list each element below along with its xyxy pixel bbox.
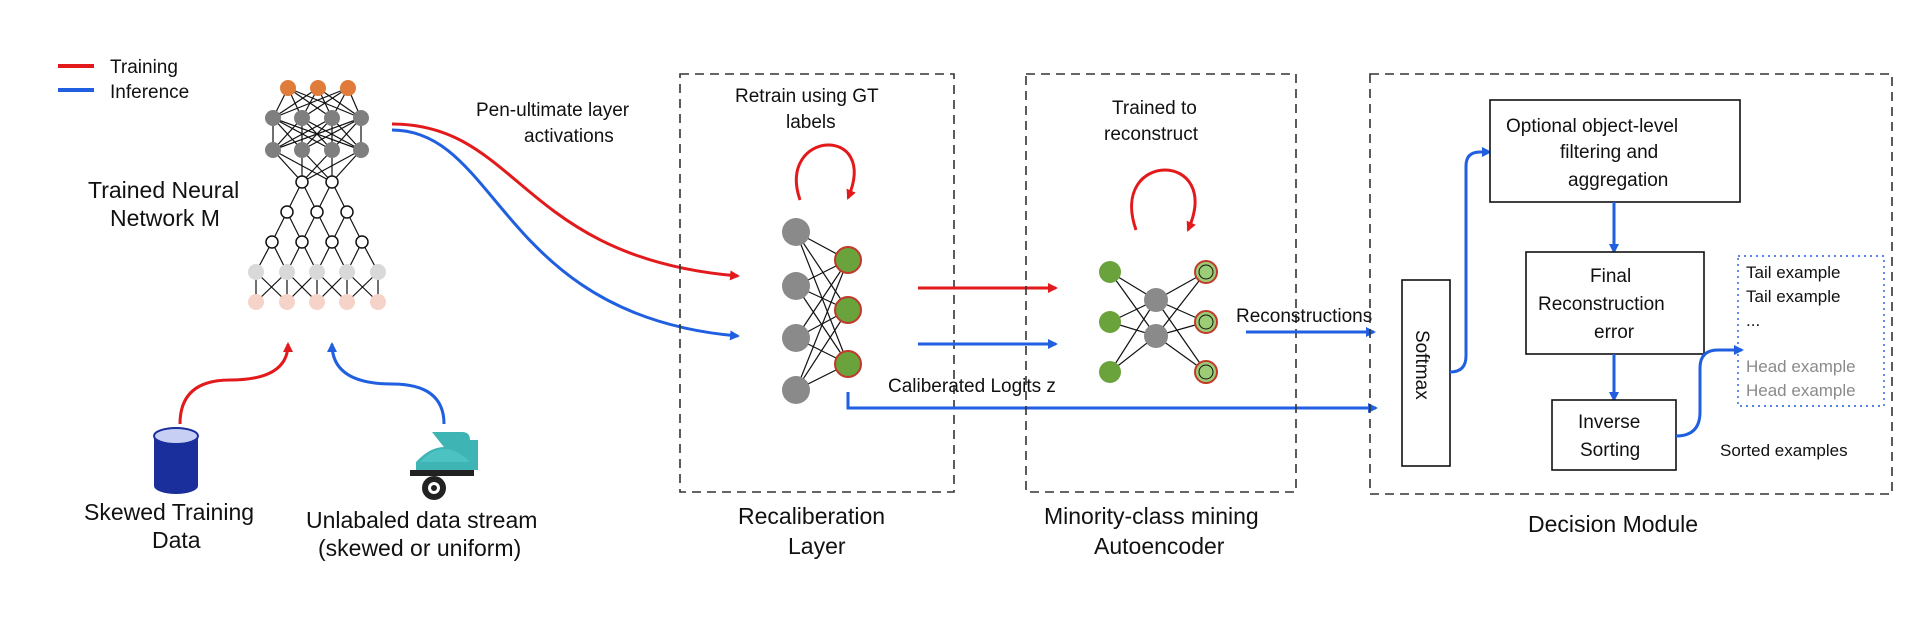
final-error-label-line1: Final	[1590, 266, 1631, 287]
calibrated-logits-arrow	[846, 392, 1378, 413]
sorting-to-examples-arrow	[1675, 345, 1744, 438]
autoencoder-loop-arrow	[1130, 168, 1197, 232]
training-data-label-line1: Skewed Training	[84, 499, 254, 525]
recalibration-title-line2: Layer	[788, 533, 846, 559]
autoencoder-title-line1: Minority-class mining	[1044, 503, 1259, 529]
final-error-label-line3: error	[1594, 322, 1635, 343]
database-icon	[153, 427, 199, 494]
network-nodes	[265, 80, 369, 158]
example-tail-1: Tail example	[1746, 263, 1841, 282]
filter-label-line1: Optional object-level	[1506, 116, 1678, 137]
reconstructions-label: Reconstructions	[1236, 306, 1372, 327]
legend: Training Inference	[58, 57, 189, 103]
training-data-label-line2: Data	[152, 527, 201, 553]
stream-label-line2: (skewed or uniform)	[318, 535, 521, 561]
training-activation-arrow	[391, 122, 740, 281]
legend-training-label: Training	[110, 57, 178, 78]
recalibration-note-line2: labels	[786, 112, 836, 133]
network-label-line2: Network M	[110, 205, 220, 231]
filter-box	[1489, 99, 1741, 203]
example-tail-2: Tail example	[1746, 287, 1841, 306]
decision-module-title: Decision Module	[1528, 511, 1698, 537]
inverse-sorting-box	[1551, 399, 1677, 471]
network-label-line1: Trained Neural	[88, 177, 239, 203]
examples-list-box	[1737, 255, 1885, 407]
calibrated-logits-label: Caliberated Logits z	[888, 376, 1056, 397]
recalibration-note-line1: Retrain using GT	[735, 86, 879, 107]
softmax-label: Softmax	[1411, 330, 1432, 400]
example-ellipsis: ...	[1746, 311, 1760, 330]
autoencoder-title-line2: Autoencoder	[1094, 533, 1225, 559]
inference-activation-arrow	[391, 128, 740, 341]
autoencoder-box	[1025, 73, 1297, 493]
training-input-arrow	[178, 342, 293, 425]
autoencoder-graph	[1099, 260, 1218, 384]
penultimate-label-line2: activations	[524, 126, 614, 147]
recalibration-title-line1: Recaliberation	[738, 503, 885, 529]
filter-label-line3: aggregation	[1568, 170, 1668, 191]
autoencoder-note-line2: reconstruct	[1104, 124, 1199, 145]
stream-label-line1: Unlabaled data stream	[306, 507, 537, 533]
filter-label-line2: filtering and	[1560, 142, 1658, 163]
softmax-to-filter-arrow	[1449, 147, 1492, 374]
final-error-box	[1525, 251, 1705, 355]
decision-module-box	[1369, 73, 1893, 495]
autoencoder-note-line1: Trained to	[1112, 98, 1197, 119]
example-head-1: Head example	[1746, 357, 1856, 376]
inverse-sorting-label-line1: Inverse	[1578, 412, 1640, 433]
recalibration-loop-arrow	[794, 143, 856, 201]
example-head-2: Head example	[1746, 381, 1856, 400]
sorted-examples-label: Sorted examples	[1720, 441, 1848, 460]
legend-inference-label: Inference	[110, 82, 189, 103]
network-hollow-nodes	[265, 175, 369, 249]
network-top-edges	[272, 87, 362, 183]
camera-icon	[410, 432, 478, 500]
recalibration-box	[679, 73, 955, 493]
trained-network-icon	[248, 80, 386, 310]
penultimate-label-line1: Pen-ultimate layer	[476, 100, 630, 121]
recalibration-layer-graph	[782, 218, 862, 404]
inference-input-arrow	[327, 342, 446, 425]
final-error-label-line2: Reconstruction	[1538, 294, 1665, 315]
inverse-sorting-label-line2: Sorting	[1580, 440, 1640, 461]
network-input-nodes	[248, 264, 386, 310]
